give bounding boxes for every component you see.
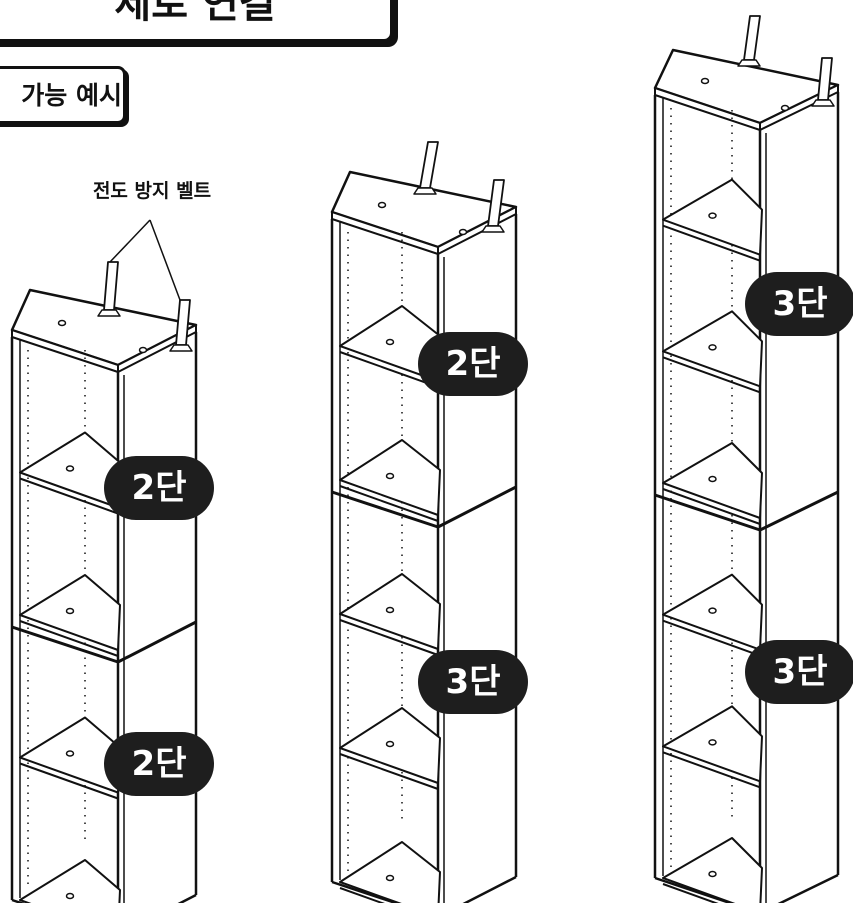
shelf-2-belt-bracket [481,225,505,233]
shelf-2-shelf-board [339,841,441,903]
shelf-2-lower-tier-badge: 3단 [418,650,528,714]
shelf-3-shelf-board [662,837,763,903]
shelf-1-top-hole [138,346,148,354]
shelf-3-shelf-front-edge [662,488,761,525]
shelf-2-shelf-hole [385,606,395,614]
shelf-3-shelf-front-edge [662,883,719,903]
shelf-1-upper-tier-badge: 2단 [104,456,214,520]
shelf-1-shelf-front-edge [19,477,119,515]
shelf-2-upper-tier-badge: 2단 [418,332,528,396]
shelf-1-joint-line [11,625,119,664]
shelf-2-shelf-front-edge [339,485,439,522]
shelf-2-top-hole [458,228,468,236]
shelf-1-lower-tier-badge: 2단 [104,732,214,796]
shelf-3-bottom-edge [654,873,839,903]
shelf-3-belt-strap [743,15,761,61]
shelf-3-joint-line [654,493,761,532]
shelf-2-shelf-front-edge [339,887,385,903]
shelf-2-joint-line [331,490,439,529]
shelf-3-shelf-hole [708,475,717,483]
shelf-2-bottom-edge [331,875,517,903]
shelf-2-shelf-front-edge [339,619,439,656]
shelf-2-shelf-hole [385,338,395,346]
shelf-1-joint-side-line [117,620,197,664]
shelf-1-shelf-front-edge [19,762,119,800]
title-box [0,0,394,43]
shelf-3-shelf-hole [708,212,717,219]
shelf-2-belt-bracket [413,187,437,195]
shelf-3-shelf-front-edge [662,356,761,394]
shelf-1-belt-bracket [169,344,193,352]
shelf-3-shelf-hole [708,870,717,878]
subtitle-box [0,66,126,124]
shelf-3-shelf-front-edge [662,751,761,789]
shelf-2-shelf-front-edge [339,351,439,388]
shelf-3-top-hole [700,77,710,85]
shelf-1-shelf-hole [65,892,75,900]
shelf-3-top-hole [780,104,790,112]
belt-callout-lines [109,219,181,301]
shelf-1-shelf-hole [65,607,75,615]
shelf-3-shelf-hole [708,344,717,351]
shelf-3-lower-tier-badge: 3단 [745,640,853,704]
page-title: 세로 연결 [114,0,276,27]
shelf-2-belt-strap [419,141,439,189]
shelf-3-joint-side-line [759,490,839,532]
shelf-1-belt-bracket [97,309,121,317]
shelf-3-belt-bracket [811,99,835,107]
shelf-2-shelf-hole [385,740,395,748]
shelf-2-shelf-hole [385,874,395,882]
shelf-2-shelf-hole [385,472,395,480]
shelf-3-upper-tier-badge: 3단 [745,272,853,336]
shelf-1-top-hole [57,319,67,327]
belt-callout-label: 전도 방지 벨트 [92,180,212,202]
shelf-1-shelf-board [19,859,121,903]
shelf-3-shelf-front-edge [662,619,761,657]
shelf-2-top-hole [377,201,387,209]
shelf-3-belt-bracket [737,59,761,67]
shelf-3-shelf-hole [708,607,717,614]
shelf-1-shelf-hole [65,465,75,472]
shelf-2-shelf-front-edge [339,753,439,790]
shelf-1-belt-strap [175,299,191,346]
shelf-1-belt-strap [103,261,119,311]
shelf-3-shelf-hole [708,739,717,746]
shelf-1-shelf-hole [65,750,75,757]
shelf-3-shelf-front-edge [662,224,761,262]
section-subtitle: 가능 예시 [21,81,122,110]
shelf-2-joint-side-line [437,485,517,529]
shelf-1-shelf-front-edge [19,620,119,657]
